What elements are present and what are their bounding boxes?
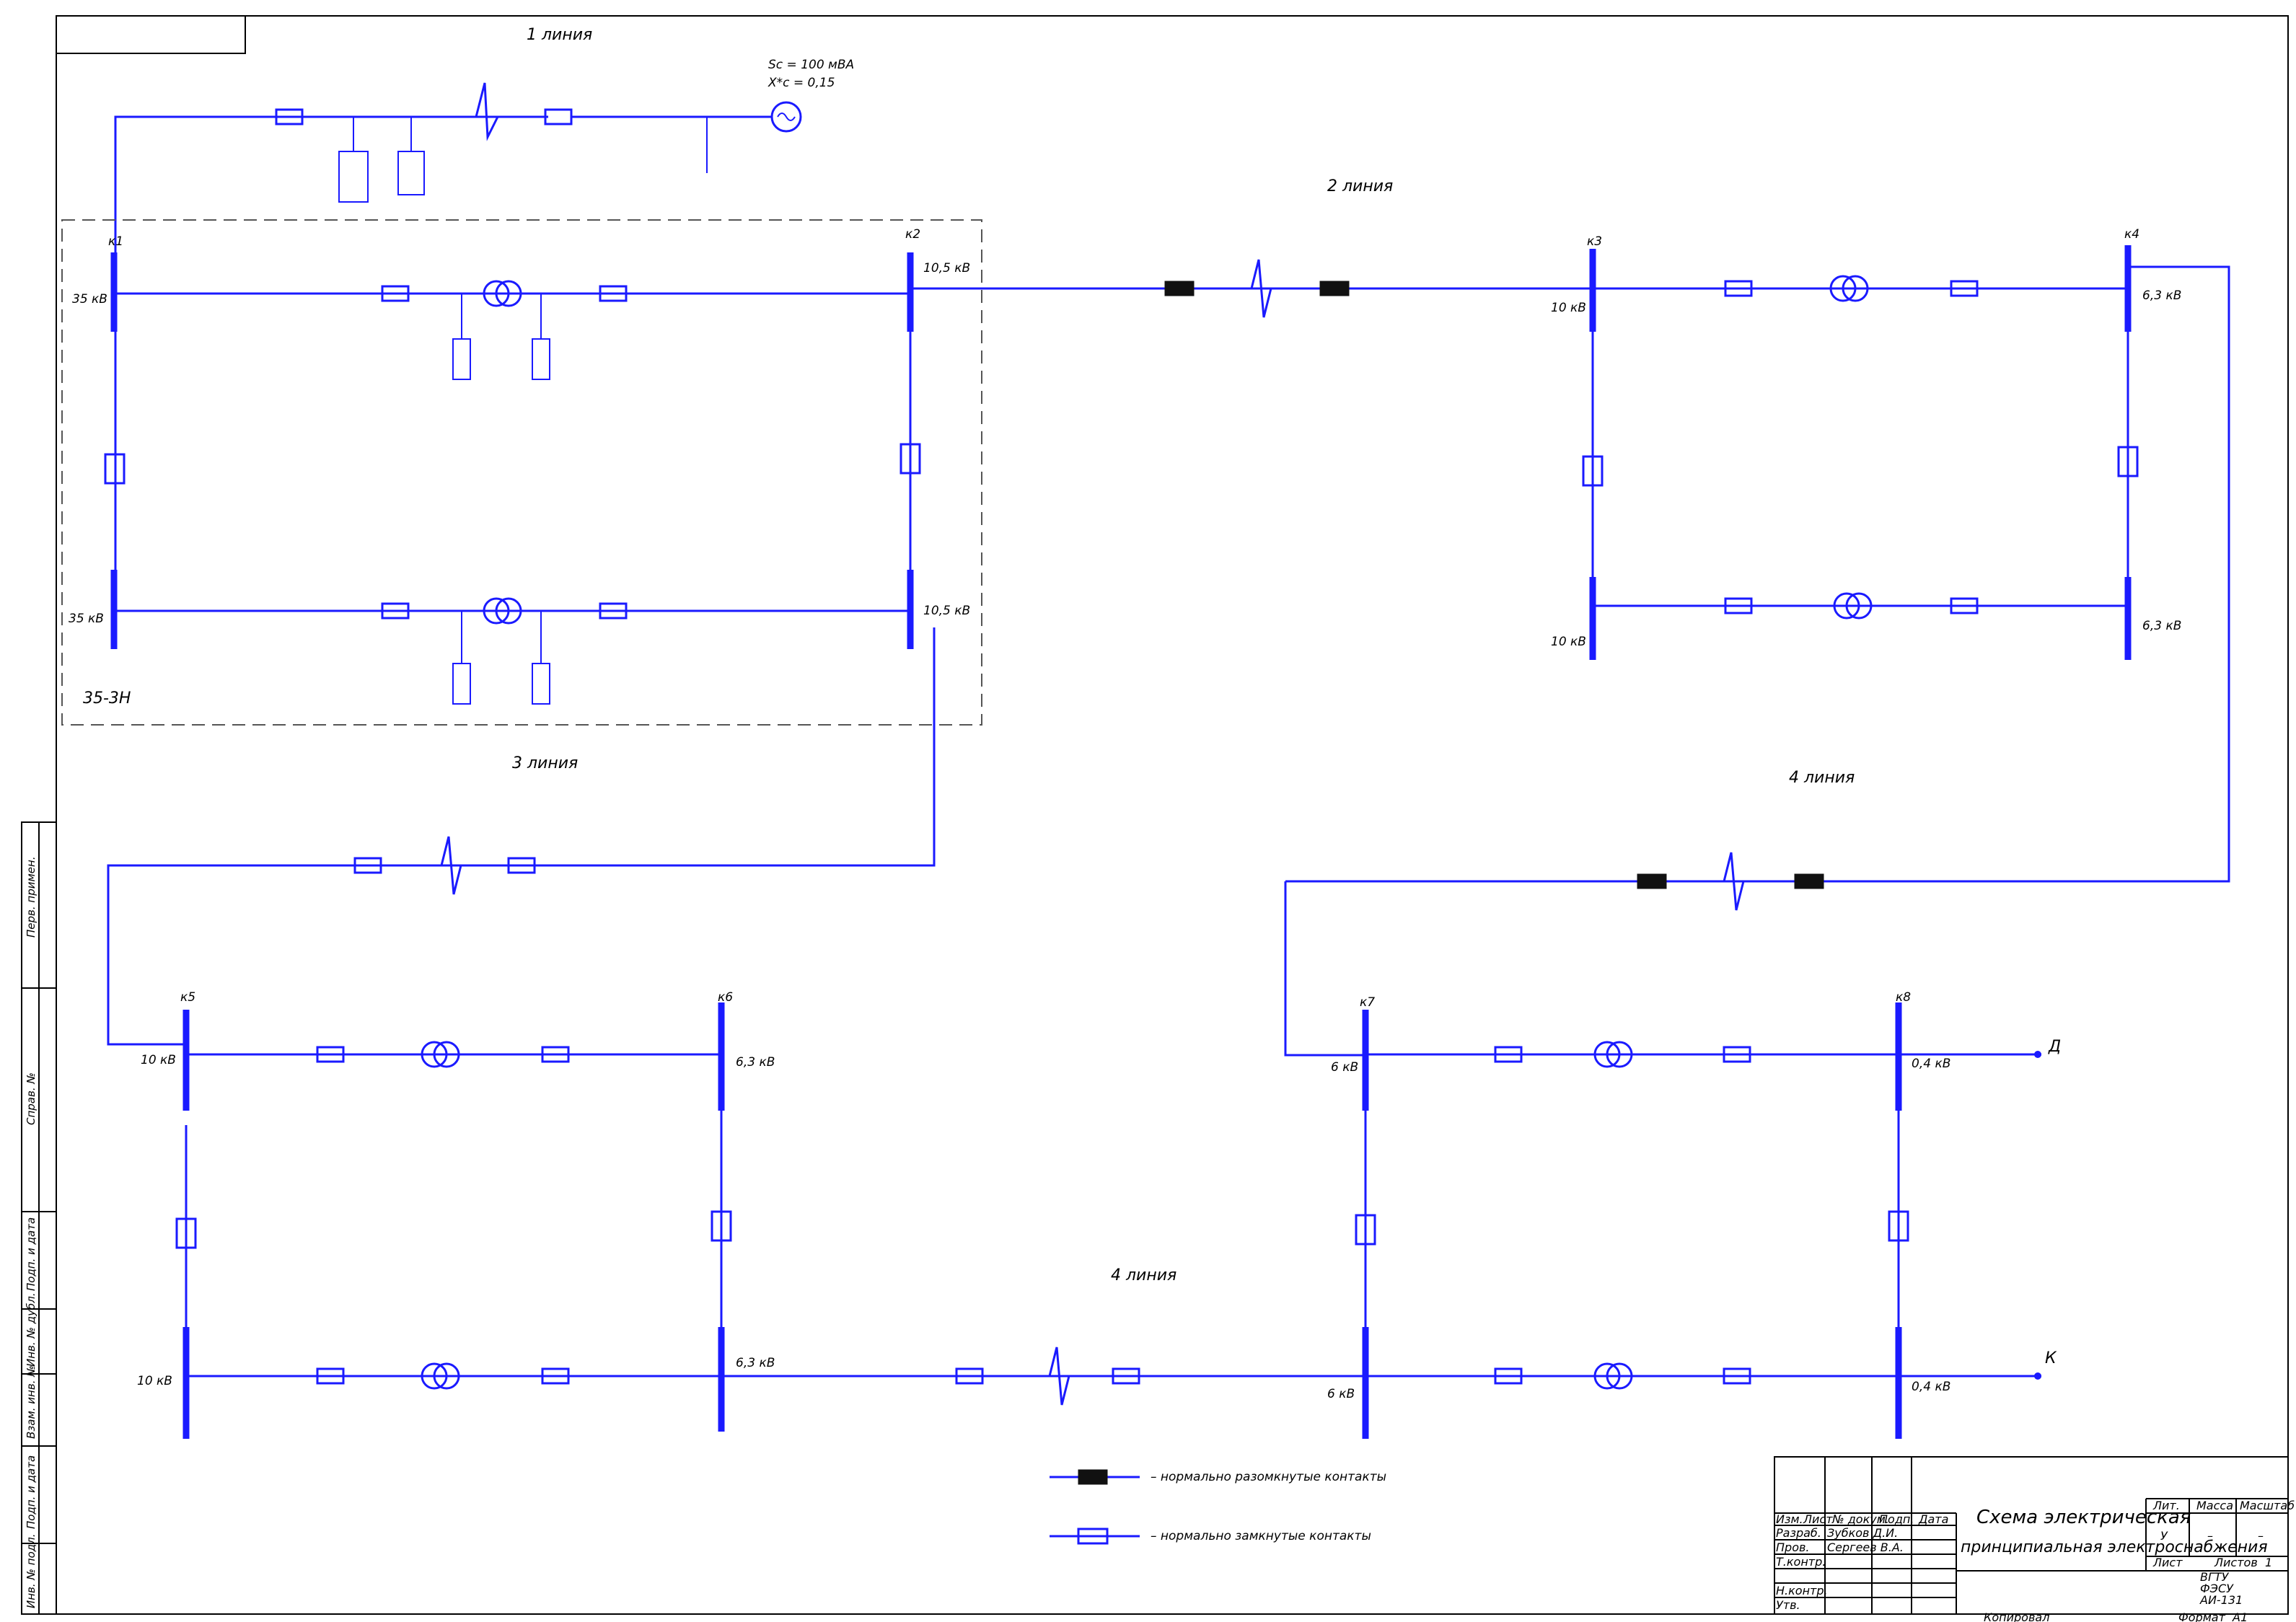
label-line-1: 1 линия <box>527 26 592 44</box>
label-line-2: 2 линия <box>1327 177 1393 195</box>
line-1-circuit <box>114 82 802 274</box>
tb-izm: Изм. <box>1776 1512 1803 1526</box>
voltage-63d: 6,3 кВ <box>736 1356 775 1370</box>
output-d: Д <box>2048 1038 2061 1056</box>
voltage-k6: 6,3 кВ <box>736 1055 775 1070</box>
tb-razrab: Разраб. <box>1776 1526 1821 1540</box>
node-k4: к4 <box>2124 227 2139 242</box>
title-block <box>1774 1456 2289 1615</box>
voltage-04b: 0,4 кВ <box>1912 1380 1950 1394</box>
node-k8: к8 <box>1896 990 1911 1005</box>
voltage-k2: 10,5 кВ <box>923 261 970 276</box>
line-2-circuit <box>910 259 1594 318</box>
system-power: Sс = 100 мВА <box>768 58 854 72</box>
busbars-right-upper <box>1582 245 2230 883</box>
tb-format-v: А1 <box>2232 1610 2248 1622</box>
tb-sheets: Листов <box>2214 1556 2258 1569</box>
tb-sheets-n: 1 <box>2265 1556 2272 1569</box>
tb-copy: Копировал <box>1984 1610 2049 1622</box>
voltage-k5: 10 кВ <box>141 1053 176 1067</box>
tb-doc: № докум. <box>1831 1512 1889 1526</box>
title-line-1: Схема электрическая <box>1976 1507 2191 1528</box>
tb-prov: Пров. <box>1776 1541 1810 1554</box>
node-k6: к6 <box>718 990 733 1005</box>
tb-org-1: ВГТУ <box>2200 1570 2230 1584</box>
tb-format: Формат <box>2178 1610 2226 1622</box>
title-line-2: принципиальная электроснабжения <box>1961 1538 2268 1556</box>
voltage-10d: 10 кВ <box>137 1374 172 1388</box>
voltage-10b: 10 кВ <box>1551 635 1586 649</box>
stamp-perv: Перв. примен. <box>25 856 38 938</box>
substation-zone <box>61 219 982 726</box>
tb-dash1: – <box>2207 1529 2213 1543</box>
legend <box>1050 1469 1140 1545</box>
tb-name-1: Зубков Д.И. <box>1827 1526 1898 1540</box>
node-k1: к1 <box>108 234 123 249</box>
voltage-35b: 35 кВ <box>69 612 104 626</box>
stamp-vzam: Взам. инв. № <box>25 1365 38 1439</box>
tb-tkontr: Т.контр. <box>1776 1555 1826 1569</box>
tb-mass: Масса <box>2196 1499 2233 1512</box>
tb-utv: Утв. <box>1776 1598 1800 1612</box>
busbars-lower-right <box>1355 1002 2041 1439</box>
tb-lit: Лит. <box>2152 1499 2180 1512</box>
line-4-lower <box>721 1346 1367 1406</box>
busbars-lower-left <box>175 1002 732 1439</box>
tb-list: Лист <box>1803 1512 1833 1526</box>
tb-data: Дата <box>1918 1512 1948 1526</box>
tb-name-2: Сергеев В.А. <box>1827 1541 1904 1554</box>
tb-u: У <box>2160 1529 2168 1543</box>
voltage-k3: 10 кВ <box>1551 301 1586 315</box>
node-k7: к7 <box>1360 995 1375 1010</box>
legend-open: – нормально разомкнутые контакты <box>1151 1470 1386 1484</box>
transformer-row-bottom <box>114 597 910 705</box>
tb-scale: Масштаб <box>2240 1499 2295 1512</box>
tb-nkontr: Н.контр. <box>1776 1584 1828 1597</box>
stamp-inv: Инв. № подл. <box>25 1534 38 1608</box>
tb-podp: Подп. <box>1879 1512 1914 1526</box>
zone-label: 35-3Н <box>83 689 131 708</box>
voltage-k4: 6,3 кВ <box>2142 288 2181 303</box>
tb-dash2: – <box>2258 1529 2264 1543</box>
side-stamp-labels: Перв. примен. Справ. № Подп. и дата Инв.… <box>25 856 38 1608</box>
legend-closed: – нормально замкнутые контакты <box>1151 1529 1371 1543</box>
voltage-k8: 0,4 кВ <box>1912 1057 1950 1071</box>
stamp-podp2: Подп. и дата <box>25 1455 38 1529</box>
node-k3: к3 <box>1587 234 1602 249</box>
line-3-circuit <box>107 627 936 1046</box>
voltage-k1: 35 кВ <box>72 292 107 307</box>
system-reactance: X*с = 0,15 <box>767 76 835 90</box>
drawing-frame <box>21 15 2289 1615</box>
output-k: К <box>2045 1349 2057 1367</box>
tb-org-3: АИ-131 <box>2199 1593 2243 1607</box>
voltage-105b: 10,5 кВ <box>923 604 970 618</box>
label-line-4b: 4 линия <box>1111 1266 1176 1284</box>
voltage-k7: 6 кВ <box>1331 1060 1358 1075</box>
tb-org-2: ФЭСУ <box>2200 1582 2234 1595</box>
voltage-63b: 6,3 кВ <box>2142 619 2181 633</box>
label-line-3: 3 линия <box>512 754 578 772</box>
voltage-6b: 6 кВ <box>1327 1387 1355 1401</box>
stamp-podp1: Подп. и дата <box>25 1217 38 1291</box>
node-k5: к5 <box>180 990 195 1005</box>
transformer-row-top <box>104 280 921 570</box>
tb-sheet: Лист <box>2152 1556 2183 1569</box>
stamp-sprav: Справ. № <box>25 1072 38 1125</box>
node-k2: к2 <box>905 227 920 242</box>
stamp-dubl: Инв. № дубл. <box>25 1292 38 1367</box>
line-4-upper <box>1284 852 1991 1057</box>
label-line-4a: 4 линия <box>1789 769 1855 787</box>
